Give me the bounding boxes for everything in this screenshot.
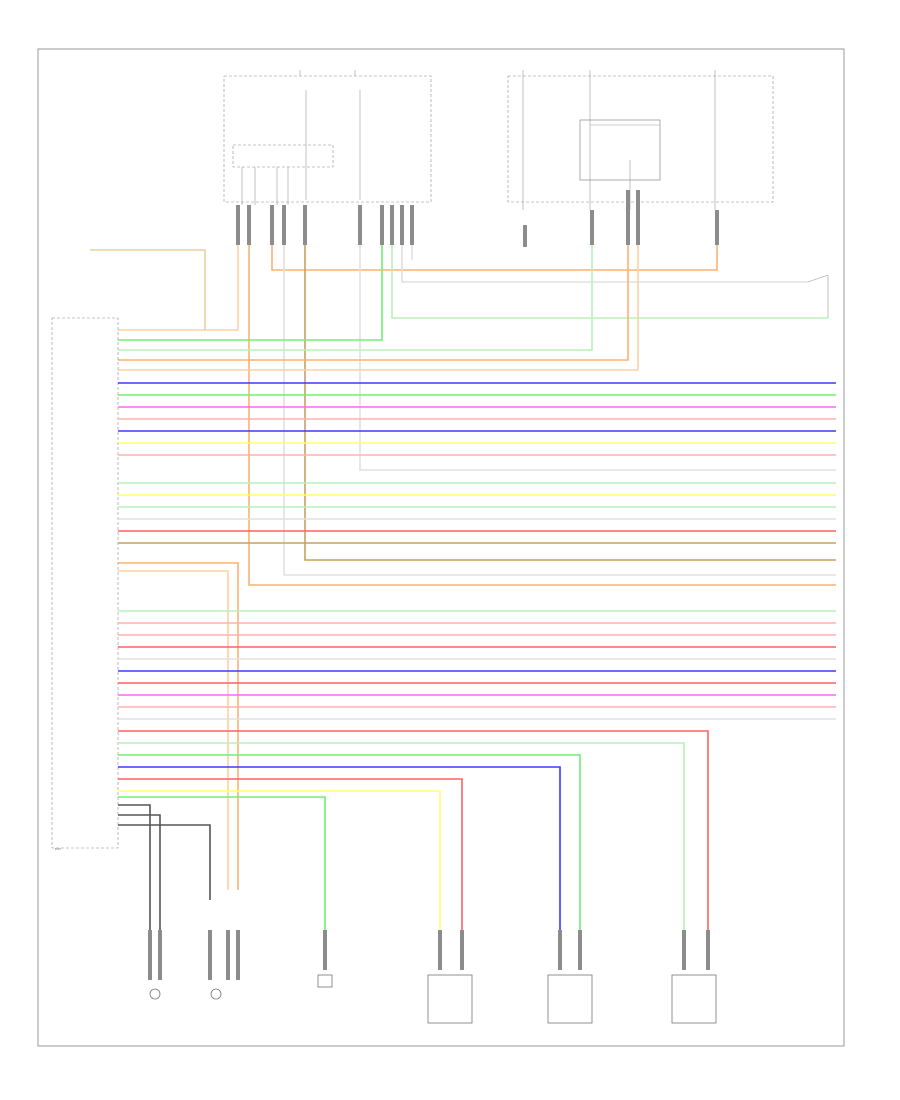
ecm-module	[51, 317, 119, 849]
relay-box	[232, 144, 334, 168]
top-connectors	[236, 190, 719, 247]
vertical-drops	[90, 245, 836, 586]
fuse-box-1	[223, 75, 432, 203]
fuse-relay-area	[223, 70, 774, 210]
diagram-frame	[37, 48, 845, 1047]
sensor-2-body	[210, 988, 222, 1000]
fuse-box-2	[507, 75, 774, 203]
sensor-1-body	[149, 988, 161, 1000]
ecm-label: ECM	[55, 847, 61, 851]
sensor-6-body	[671, 974, 717, 1024]
sensor-5-body	[547, 974, 593, 1024]
bottom-components	[148, 930, 717, 1024]
sensor-4-body	[427, 974, 473, 1024]
sensor-3-body	[317, 974, 333, 988]
harness-wires	[118, 382, 836, 930]
relay-switch	[579, 119, 661, 181]
right-switch	[807, 274, 829, 318]
